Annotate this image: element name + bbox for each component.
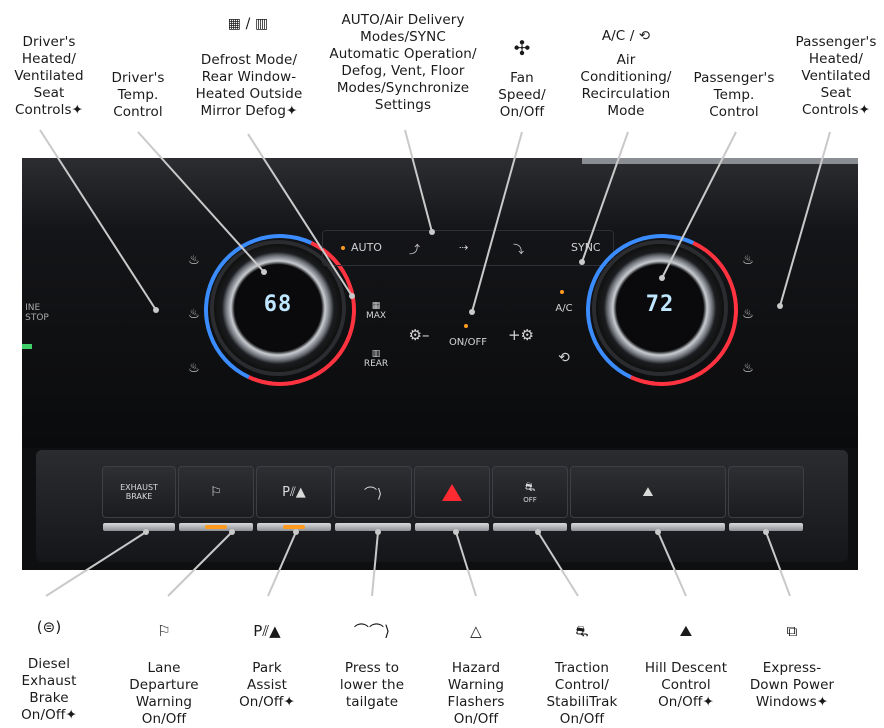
tailgate-label-block: ⌒⌒⟩ Press to lower the tailgate xyxy=(328,606,416,711)
start-stop-text: INE STOP xyxy=(25,303,49,323)
passenger-temp-display: 72 xyxy=(645,292,675,317)
ac-label: Air Conditioning/ Recirculation Mode xyxy=(580,52,672,119)
rear-defog-icon: ▥ xyxy=(371,349,381,359)
hill-label-block: ⛰ Hill Descent Control On/Off✦ xyxy=(636,606,736,711)
lane-label: Lane Departure Warning On/Off xyxy=(129,660,199,727)
hazard-icon xyxy=(442,483,462,501)
driver-seat-vent-button[interactable]: ♨ xyxy=(189,302,199,322)
hazard-label: Hazard Warning Flashers On/Off xyxy=(447,660,505,727)
floor-mode-button[interactable]: ⤵ xyxy=(513,243,524,256)
lane-departure-button[interactable]: ⚐ xyxy=(178,466,254,531)
fan-up-button[interactable]: +⚙ xyxy=(507,326,534,344)
lane-label-block: ⚐ Lane Departure Warning On/Off xyxy=(122,606,206,728)
tailgate-icon: ⌒⟩ xyxy=(363,486,383,502)
defrost-max-button[interactable]: ▦ MAX xyxy=(354,296,398,326)
park-assist-icon: P⫽▲ xyxy=(282,484,306,500)
fan-onoff-button[interactable]: ON/OFF xyxy=(448,336,488,348)
driver-seat-back-button[interactable]: ♨ xyxy=(189,356,199,376)
tailgate-label: Press to lower the tailgate xyxy=(339,660,405,710)
park-label: Park Assist On/Off✦ xyxy=(239,660,295,710)
sync-button[interactable]: SYNC xyxy=(571,241,601,254)
park-assist-led xyxy=(283,525,305,529)
hill-descent-button[interactable]: ⛰ xyxy=(570,466,726,531)
defrost-label: Defrost Mode/ Rear Window- Heated Outsid… xyxy=(195,52,303,119)
status-indicator xyxy=(22,344,32,349)
auto-indicator xyxy=(341,246,345,250)
driver-temp-display: 68 xyxy=(263,292,293,317)
driver-seat-label: Driver's Heated/ Ventilated Seat Control… xyxy=(14,34,84,118)
ac-icon-line: A/C / ⟲ xyxy=(601,28,651,44)
defrost-icon: ▦ xyxy=(371,301,381,311)
traction-label-icon: ⛐ xyxy=(575,622,589,640)
power-windows-trim xyxy=(729,523,803,531)
lane-departure-icon: ⚐ xyxy=(210,484,222,500)
tailgate-label-icon: ⌒⌒⟩ xyxy=(353,622,391,640)
switch-bank: EXHAUST BRAKE ⚐ P⫽▲ ⌒⟩ ⛐ OFF ⛰ xyxy=(36,450,848,562)
rear-defog-label: REAR xyxy=(363,359,389,369)
exhaust-brake-text: EXHAUST BRAKE xyxy=(120,483,158,501)
defrost-max-label: MAX xyxy=(365,311,387,321)
traction-label: Traction Control/ StabiliTrak On/Off xyxy=(546,660,618,727)
traction-control-button[interactable]: ⛐ OFF xyxy=(492,466,568,531)
diesel-exhaust-icon: (⊜) xyxy=(36,618,62,636)
vent-mode-button[interactable]: ⇢ xyxy=(459,241,469,254)
exhaust-brake-button[interactable]: EXHAUST BRAKE xyxy=(102,466,176,531)
hazard-trim xyxy=(415,523,489,531)
park-label-block: P⫽▲ Park Assist On/Off✦ xyxy=(226,606,308,711)
auto-button[interactable]: AUTO xyxy=(351,241,382,254)
onoff-indicator xyxy=(464,324,468,328)
passenger-temp-label: Passenger's Temp. Control xyxy=(693,70,775,120)
defog-mode-button[interactable]: ⤴ xyxy=(409,243,420,256)
air-delivery-row: AUTO ⤴ ⇢ ⤵ SYNC xyxy=(322,230,614,266)
auto-label: AUTO/Air Delivery Modes/SYNC Automatic O… xyxy=(329,12,477,113)
lane-departure-led xyxy=(205,525,227,529)
park-assist-label-icon: P⫽▲ xyxy=(253,622,281,640)
tailgate-trim xyxy=(335,523,411,531)
hill-label: Hill Descent Control On/Off✦ xyxy=(644,660,728,710)
recirc-button[interactable]: ⟲ xyxy=(558,350,570,366)
power-windows-button[interactable] xyxy=(728,466,804,531)
driver-seat-heat-button[interactable]: ♨ xyxy=(189,248,199,268)
passenger-seat-heat-button[interactable]: ♨ xyxy=(743,248,753,268)
control-panel: INE STOP ♨ ♨ ♨ 68 ▦ MAX ▥ REAR AUTO ⤴ ⇢ … xyxy=(22,158,858,570)
traction-off-label: OFF xyxy=(523,496,537,504)
traction-control-trim xyxy=(493,523,567,531)
ac-button[interactable]: A/C xyxy=(555,302,573,314)
hill-descent-trim xyxy=(571,523,725,531)
chrome-trim xyxy=(582,158,858,224)
diesel-label-block: (⊜) Diesel Exhaust Brake On/Off✦ xyxy=(4,602,94,724)
driver-temp-label: Driver's Temp. Control xyxy=(111,70,165,120)
hill-descent-label-icon: ⛰ xyxy=(679,622,693,640)
hazard-button[interactable] xyxy=(414,466,490,531)
ac-indicator xyxy=(560,290,564,294)
tailgate-button[interactable]: ⌒⟩ xyxy=(334,466,412,531)
passenger-seat-vent-button[interactable]: ♨ xyxy=(743,302,753,322)
traction-control-icon: ⛐ xyxy=(524,480,536,494)
hill-descent-icon: ⛰ xyxy=(642,484,654,500)
windows-label: Express- Down Power Windows✦ xyxy=(749,660,835,710)
passenger-seat-label: Passenger's Heated/ Ventilated Seat Cont… xyxy=(795,34,877,118)
windows-label-block: ⧉ Express- Down Power Windows✦ xyxy=(742,606,842,711)
fan-label: Fan Speed/ On/Off xyxy=(498,70,546,120)
diesel-label: Diesel Exhaust Brake On/Off✦ xyxy=(21,656,77,723)
traction-label-block: ⛐ Traction Control/ StabiliTrak On/Off xyxy=(534,606,630,728)
passenger-seat-back-button[interactable]: ♨ xyxy=(743,356,753,376)
fan-down-button[interactable]: ⚙– xyxy=(408,326,430,344)
exhaust-brake-trim xyxy=(103,523,175,531)
lane-departure-label-icon: ⚐ xyxy=(157,622,171,640)
fan-icon: ✣ xyxy=(513,36,531,60)
power-windows-label-icon: ⧉ xyxy=(786,622,798,640)
rear-defog-button[interactable]: ▥ REAR xyxy=(354,344,398,374)
defrost-icons: ▦ / ▥ xyxy=(227,16,269,32)
park-assist-button[interactable]: P⫽▲ xyxy=(256,466,332,531)
passenger-temp-dial[interactable]: 72 xyxy=(564,212,760,408)
hazard-label-icon: △ xyxy=(470,622,482,640)
hazard-label-block: △ Hazard Warning Flashers On/Off xyxy=(436,606,516,728)
